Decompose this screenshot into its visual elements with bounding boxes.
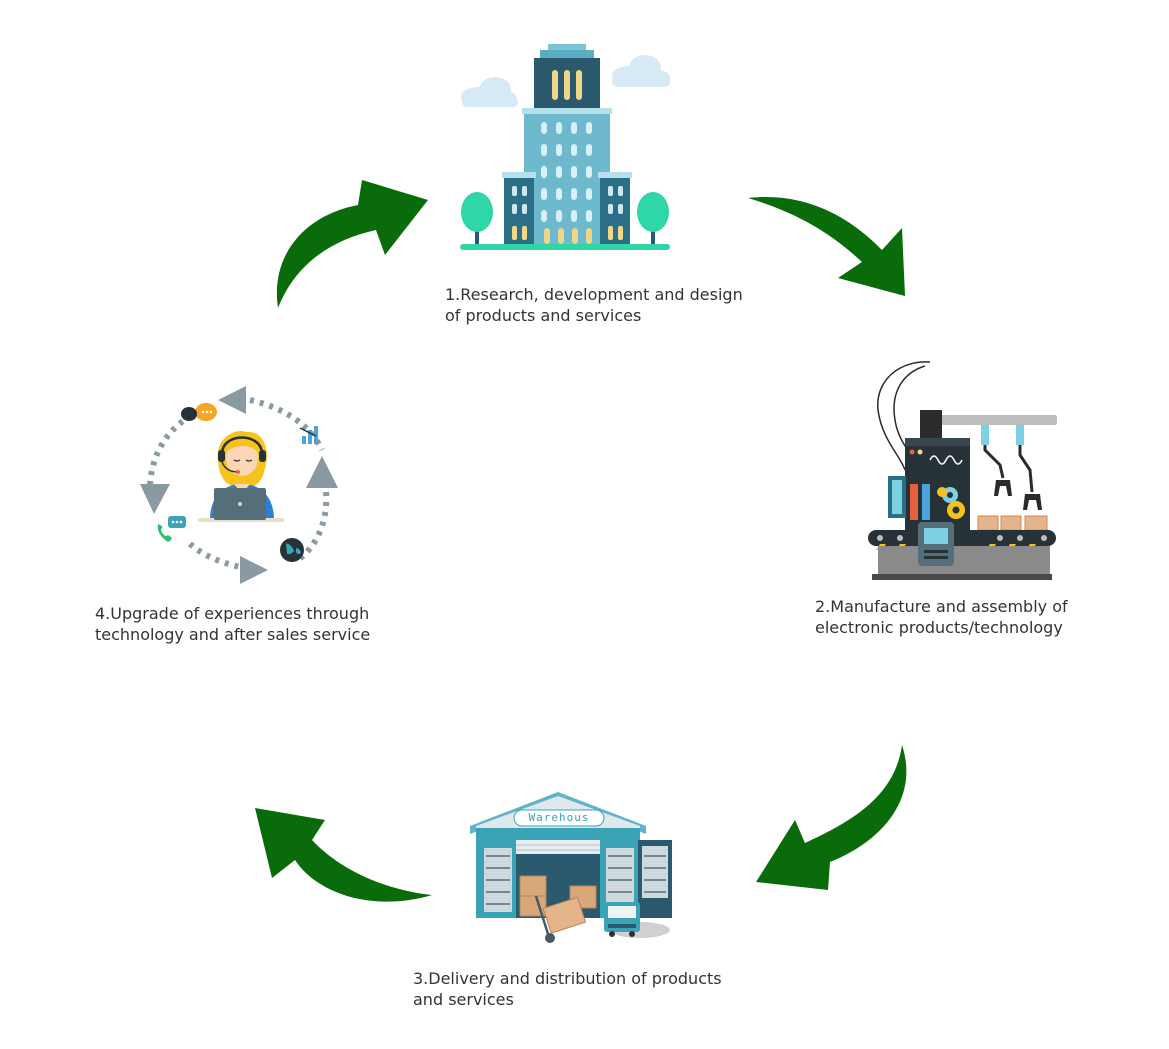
arrow-1-to-2	[748, 196, 905, 296]
step-3-label-line-1: 3.Delivery and distribution of products	[413, 969, 722, 988]
arrow-3-to-4	[255, 808, 432, 902]
step-1-label-line-2: of products and services	[445, 306, 642, 325]
step-4-label-line-2: technology and after sales service	[95, 625, 371, 644]
step-1-label: 1.Research, development and design of pr…	[445, 284, 743, 326]
arrow-4-to-1	[276, 180, 428, 308]
customer-support-agent-icon	[140, 386, 338, 584]
step-2-label-line-2: electronic products/technology	[815, 618, 1063, 637]
step-4-label-line-1: 4.Upgrade of experiences through	[95, 604, 370, 623]
step-2-label-line-1: 2.Manufacture and assembly of	[815, 597, 1068, 616]
step-2-label: 2.Manufacture and assembly of electronic…	[815, 596, 1068, 638]
step-1-label-line-1: 1.Research, development and design	[445, 285, 743, 304]
step-4-label: 4.Upgrade of experiences through technol…	[95, 603, 370, 645]
factory-robot-arm-icon	[868, 361, 1057, 580]
office-building-icon	[460, 44, 670, 250]
arrow-2-to-3	[756, 745, 907, 890]
warehouse-icon	[470, 792, 672, 943]
warehouse-sign-text: Warehous	[528, 811, 590, 824]
step-3-label: 3.Delivery and distribution of products …	[413, 968, 722, 1010]
step-3-label-line-2: and services	[413, 990, 514, 1009]
